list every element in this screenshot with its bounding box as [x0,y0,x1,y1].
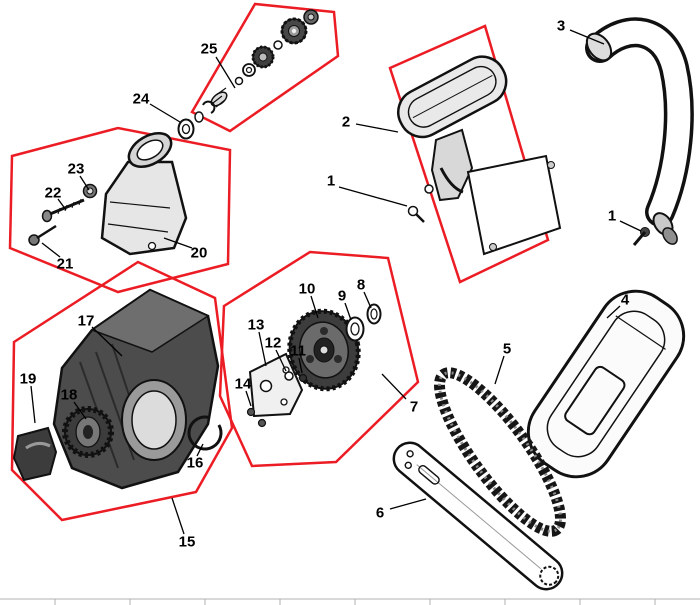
part-8-ring [366,303,382,325]
part-5-saw-chain [433,367,567,537]
part-3-front-handle [585,17,694,246]
trigger [439,167,464,194]
part-23-flanged-nut [82,183,98,199]
highlight-region-rear-handle [388,24,550,284]
part-14-rivets [246,407,267,428]
part-6-guide-bar [392,441,564,591]
part-10-clutch-sprocket [287,308,361,392]
part-17-motor-housing [52,288,220,490]
part-24-washers [177,100,216,140]
part-25-small-parts-chain [210,9,319,108]
highlight-region-clutch-cover [218,250,420,468]
highlight-region-sprocket-kit [190,2,340,133]
highlight-region-oil-pump [8,126,232,294]
part-18-knob [62,406,114,458]
handle-inner-plate [466,154,562,256]
highlight-regions [8,2,550,522]
highlight-region-motor-housing [10,260,234,522]
part-1-screws-left [407,184,434,223]
part-16-snap-ring [187,415,223,451]
part-22-long-screw [41,198,85,223]
part-4-chain-guard [526,289,686,479]
bottom-table-edge [0,598,700,605]
part-19-latch [12,426,58,482]
part-21-screw [28,224,57,246]
part-11-bolt [298,373,308,383]
part-1-screw-right [632,227,650,246]
part-9-washer [345,316,365,342]
part-12-washer [284,371,294,381]
trigger-bracket [430,128,474,202]
part-20-oil-pump-housing [100,132,188,256]
leader-lines [30,29,642,535]
part-2-rear-handle-assembly [397,55,562,256]
